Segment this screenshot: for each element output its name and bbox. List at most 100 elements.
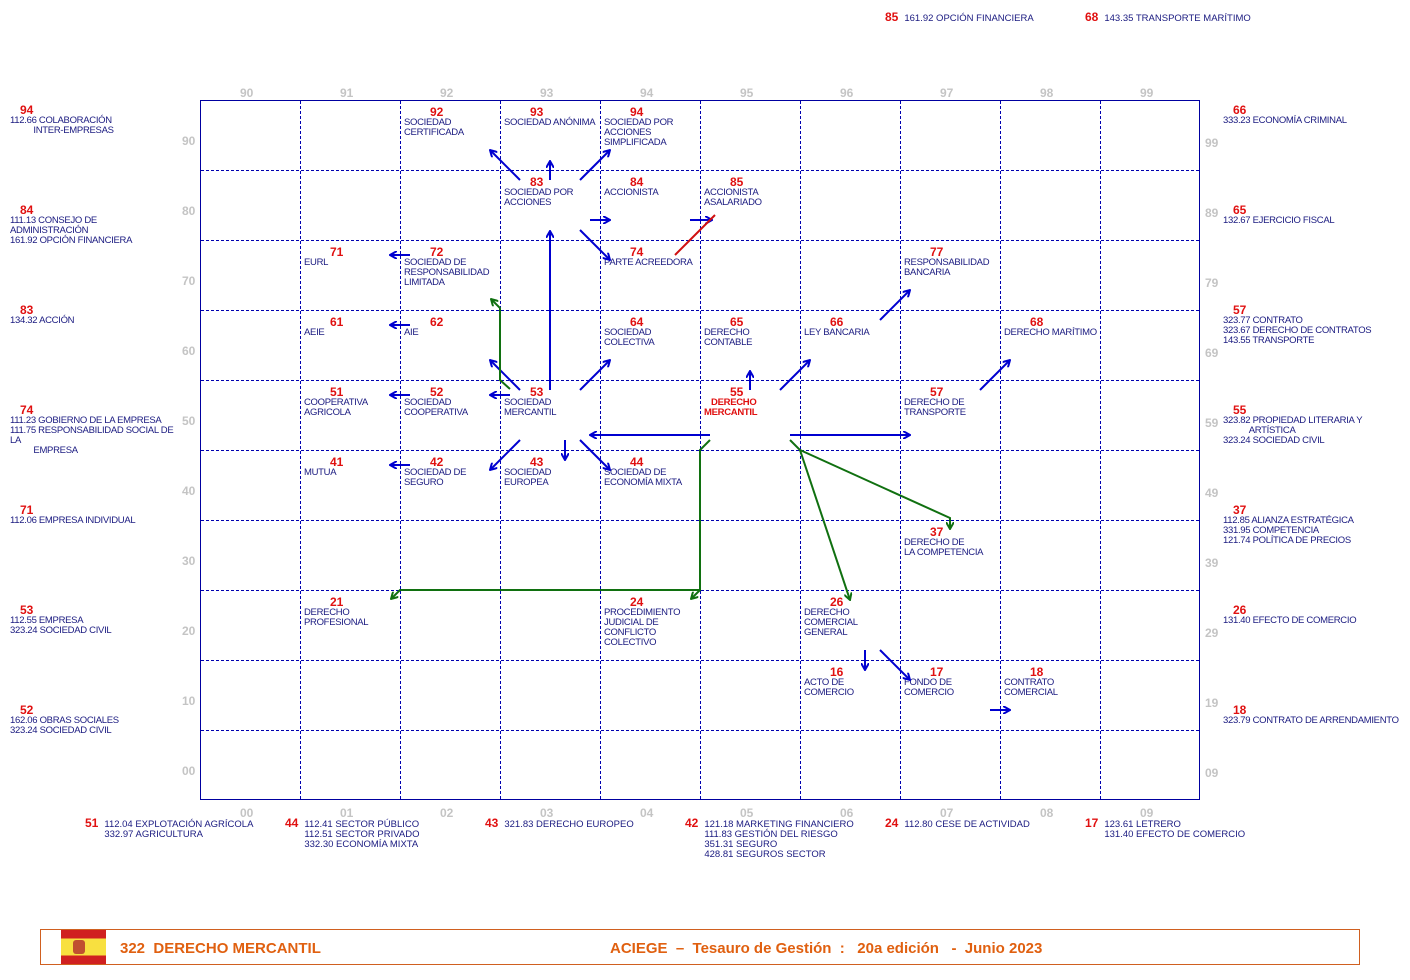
footer-title: 322 DERECHO MERCANTIL [120,940,321,957]
axis-label-top: 92 [440,86,454,100]
axis-label-bottom: 01 [340,806,354,820]
axis-label-left: 80 [182,204,196,218]
axis-label-bottom: 06 [840,806,854,820]
axis-label-right: 29 [1205,626,1219,640]
cell-label: COOPERATIVA AGRICOLA [304,397,368,418]
entry-code: 43 [485,816,499,830]
cell-label: SOCIEDAD COLECTIVA [604,327,655,348]
cell-code: 77 [930,245,944,259]
cell-label: DERECHO MARÍTIMO [1004,327,1097,338]
cell-label: RESPONSABILIDAD BANCARIA [904,257,990,278]
entry-code: 17 [1085,816,1099,830]
cell-label: AIE [404,327,419,338]
cell-code: 21 [330,595,344,609]
footer-bar: 322 DERECHO MERCANTIL ACIEGE – Tesauro d… [40,929,1360,965]
axis-label-top: 98 [1040,86,1054,100]
cell-code: 74 [630,245,644,259]
cell-label: DERECHO COMERCIAL GENERAL [804,607,858,638]
cell-label: SOCIEDAD POR ACCIONES [504,187,574,208]
entry-lines: 132.67 EJERCICIO FISCAL [1223,215,1335,226]
entry-lines: 112.85 ALIANZA ESTRATÉGICA 331.95 COMPET… [1223,515,1354,546]
cell-label: SOCIEDAD DE SEGURO [404,467,467,488]
axis-label-left: 60 [182,344,196,358]
cell-label: FONDO DE COMERCIO [904,677,954,698]
entry-code: 94 [20,103,34,117]
axis-label-bottom: 09 [1140,806,1154,820]
cell-label: LEY BANCARIA [804,327,870,338]
entry-code: 71 [20,503,34,517]
entry-lines: 112.41 SECTOR PÚBLICO 112.51 SECTOR PRIV… [304,819,420,850]
arrow [579,229,610,260]
cell-label: SOCIEDAD DE RESPONSABILIDAD LIMITADA [404,257,490,288]
arrow [579,360,610,391]
arrow [490,360,521,391]
cell-label: SOCIEDAD COOPERATIVA [404,397,468,418]
grid-cell[interactable]: 55 DERECHO MERCANTIL [700,385,798,453]
cell-code: 62 [430,315,444,329]
arrow [879,649,910,680]
axis-label-left: 30 [182,554,196,568]
cell-code: 71 [330,245,344,259]
cell-code: 83 [530,175,544,189]
cell-code: 16 [830,665,844,679]
axis-label-left: 40 [182,484,196,498]
cell-label: ACTO DE COMERCIO [804,677,854,698]
axis-label-left: 10 [182,694,196,708]
entry-lines: 162.06 OBRAS SOCIALES 323.24 SOCIEDAD CI… [10,715,119,736]
blue-arrows [390,150,1010,710]
axis-label-top: 93 [540,86,554,100]
cell-code: 72 [430,245,444,259]
arrow [779,360,810,391]
axis-label-left: 90 [182,134,196,148]
axis-label-right: 19 [1205,696,1219,710]
entry-lines: 323.79 CONTRATO DE ARRENDAMIENTO [1223,715,1399,726]
entry-lines: 121.18 MARKETING FINANCIERO 111.83 GESTI… [704,819,854,860]
cell-code: 44 [630,455,644,469]
arrow [491,299,511,390]
axis-label-bottom: 00 [240,806,254,820]
axis-label-left: 70 [182,274,196,288]
arrow [979,360,1010,391]
axis-label-bottom: 04 [640,806,654,820]
